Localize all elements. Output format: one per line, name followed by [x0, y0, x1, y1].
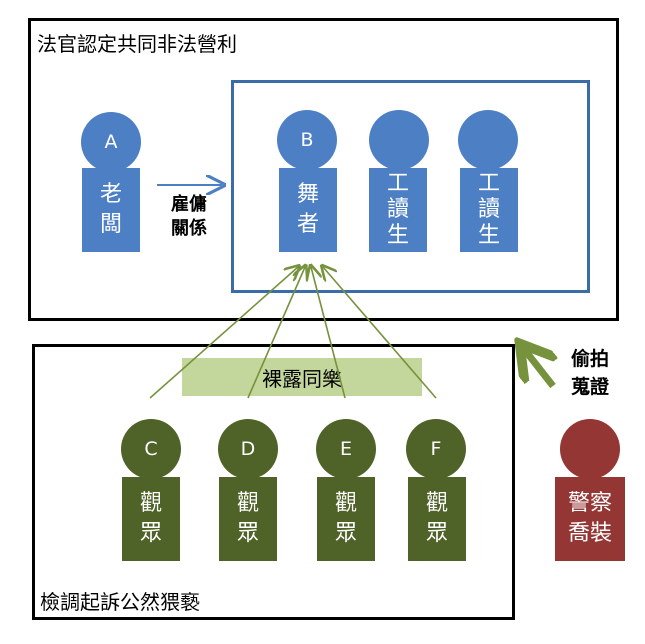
employment-label-line-1: 雇傭 [171, 194, 207, 215]
viewer-e-arrow [311, 267, 346, 399]
viewer-e-head: E [316, 419, 376, 479]
bottom-frame-title: 檢調起訴公然猥褻 [40, 590, 200, 614]
worker-2-role-2: 讀 [477, 197, 500, 222]
evidence-label: 偷拍 蒐證 [562, 345, 618, 401]
viewer-c-body: 觀 眾 [122, 477, 180, 561]
viewer-c-letter: C [144, 438, 158, 460]
banner-text: 裸露同樂 [262, 366, 342, 391]
dancer-group-frame [231, 80, 590, 293]
boss-letter: A [104, 131, 118, 153]
employment-label: 雇傭 關係 [164, 193, 214, 241]
evidence-arrow [524, 349, 553, 389]
worker-1-head [369, 110, 429, 170]
viewer-f-role-1: 觀 [425, 491, 448, 516]
viewer-d-body: 觀 眾 [219, 477, 277, 561]
worker-2-body: 工 讀 生 [460, 168, 518, 252]
worker-2-role-3: 生 [477, 223, 500, 248]
top-frame-title: 法官認定共同非法營利 [37, 32, 237, 56]
viewer-d-role-2: 眾 [236, 521, 259, 546]
dancer-letter: B [300, 129, 314, 151]
viewer-f-body: 觀 眾 [408, 477, 466, 561]
boss-body: 老 闆 [82, 168, 140, 252]
worker-1-role-3: 生 [386, 223, 409, 248]
viewer-f-letter: F [430, 438, 442, 460]
police-role-1: 警察 [567, 491, 612, 516]
viewer-f-head: F [406, 419, 466, 479]
viewer-f-role-2: 眾 [425, 521, 448, 546]
employment-label-line-2: 關係 [171, 218, 207, 239]
police-head [560, 419, 620, 479]
dancer-role-1: 舞 [296, 182, 319, 207]
evidence-label-line-2: 蒐證 [570, 376, 609, 398]
viewer-c-role-2: 眾 [139, 521, 162, 546]
worker-1-role-2: 讀 [386, 197, 409, 222]
viewer-e-role-2: 眾 [334, 521, 357, 546]
viewer-d-head: D [218, 419, 278, 479]
dancer-head: B [277, 110, 337, 170]
viewer-e-body: 觀 眾 [317, 477, 375, 561]
viewer-d-arrow [247, 267, 305, 399]
dancer-body: 舞 者 [279, 168, 337, 252]
viewer-e-letter: E [339, 438, 352, 460]
boss-role-2: 闆 [99, 212, 122, 237]
worker-1-role-1: 工 [386, 171, 409, 196]
worker-2-head [458, 110, 518, 170]
dancer-role-2: 者 [296, 212, 319, 237]
boss-head: A [81, 112, 141, 172]
viewer-d-role-1: 觀 [236, 491, 259, 516]
boss-role-1: 老 [99, 182, 122, 207]
viewer-c-role-1: 觀 [139, 491, 162, 516]
viewer-c-arrow [149, 267, 298, 399]
viewer-d-letter: D [240, 438, 256, 460]
banner: 裸露同樂 [182, 358, 422, 396]
viewer-f-arrow [323, 267, 437, 399]
worker-2-role-1: 工 [477, 171, 500, 196]
viewer-c-head: C [121, 419, 181, 479]
police-body: 警察 喬裝 [555, 477, 625, 561]
viewer-e-role-1: 觀 [334, 491, 357, 516]
evidence-label-line-1: 偷拍 [570, 348, 609, 370]
police-role-2: 喬裝 [567, 521, 612, 546]
worker-1-body: 工 讀 生 [369, 168, 427, 252]
